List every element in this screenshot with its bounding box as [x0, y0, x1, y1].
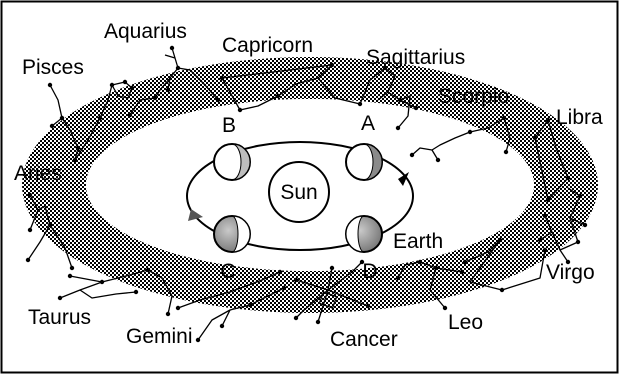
position-label-c: C — [220, 260, 235, 283]
position-label-d: D — [362, 260, 377, 283]
label-pisces: Pisces — [22, 56, 84, 79]
label-aries: Aries — [14, 162, 62, 185]
position-label-b: B — [222, 114, 236, 137]
label-gemini: Gemini — [126, 325, 193, 348]
label-leo: Leo — [448, 311, 483, 334]
label-libra: Libra — [556, 106, 603, 129]
label-virgo: Virgo — [546, 261, 595, 284]
label-sagittarius: Sagittarius — [366, 46, 465, 69]
sun-label: Sun — [280, 181, 317, 204]
position-label-a: A — [361, 112, 375, 135]
earth-position-c — [214, 216, 250, 252]
earth-position-d — [346, 216, 382, 252]
earth-position-a — [346, 144, 382, 180]
label-capricorn: Capricorn — [222, 34, 313, 57]
label-scorpio: Scorpio — [438, 85, 509, 108]
earth-position-b — [214, 144, 250, 180]
earth-label: Earth — [393, 230, 443, 253]
label-cancer: Cancer — [330, 328, 398, 351]
label-aquarius: Aquarius — [104, 20, 187, 43]
label-taurus: Taurus — [28, 306, 91, 329]
